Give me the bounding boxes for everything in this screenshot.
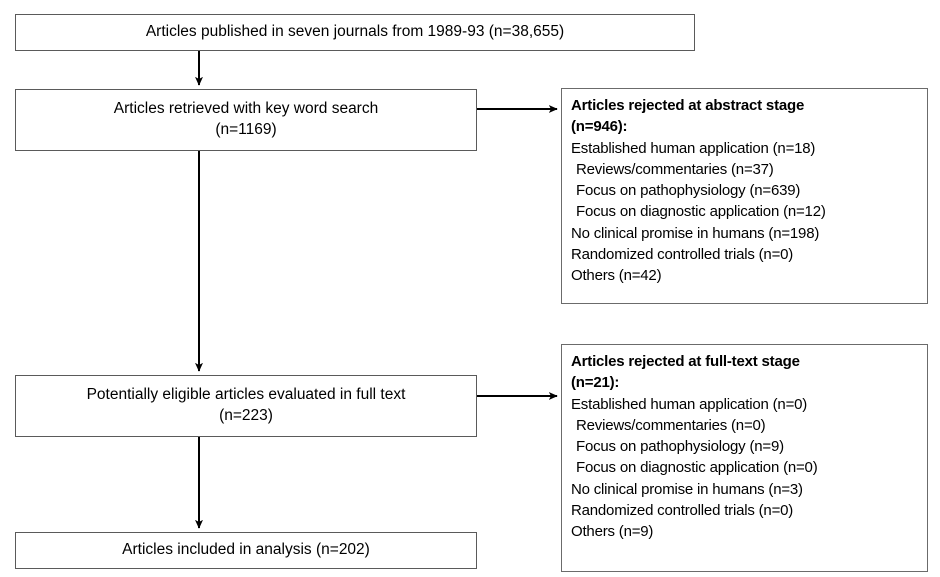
rejected-abstract-stage-item-others: Others (n=42)	[571, 267, 662, 285]
rejected-fulltext-stage-title-line-1: Articles rejected at full-text stage	[571, 353, 800, 370]
rejected-abstract-stage-item-randomized-controlled-trials: Randomized controlled trials (n=0)	[571, 246, 794, 264]
rejected-fulltext-stage-title-line-2: (n=21):	[571, 374, 620, 392]
node-articles-included-line-1: Articles included in analysis (n=202)	[122, 541, 370, 559]
rejected-fulltext-stage-item-no-clinical-promise: No clinical promise in humans (n=3)	[571, 480, 803, 498]
node-potentially-eligible-articles-line-1: Potentially eligible articles evaluated …	[86, 386, 406, 404]
node-potentially-eligible-articles: Potentially eligible articles evaluated …	[15, 375, 477, 437]
rejected-fulltext-stage-item-focus-diagnostic-application: Focus on diagnostic application (n=0)	[576, 459, 818, 477]
rejected-fulltext-stage-item-reviews-commentaries: Reviews/commentaries (n=0)	[576, 416, 766, 434]
rejected-fulltext-stage-item-randomized-controlled-trials: Randomized controlled trials (n=0)	[571, 502, 794, 520]
rejected-abstract-stage-item-established-human-application: Established human application (n=18)	[571, 139, 816, 157]
rejected-fulltext-stage-item-established-human-application: Established human application (n=0)	[571, 395, 808, 413]
node-potentially-eligible-articles-line-2: (n=223)	[219, 407, 273, 424]
node-rejected-abstract-stage: Articles rejected at abstract stage (n=9…	[561, 88, 928, 304]
rejected-abstract-stage-item-focus-pathophysiology: Focus on pathophysiology (n=639)	[576, 182, 801, 200]
rejected-fulltext-stage-item-focus-pathophysiology: Focus on pathophysiology (n=9)	[576, 438, 784, 456]
node-articles-included: Articles included in analysis (n=202)	[15, 532, 477, 569]
node-articles-published: Articles published in seven journals fro…	[15, 14, 695, 51]
rejected-abstract-stage-title-line-1: Articles rejected at abstract stage	[571, 97, 805, 114]
rejected-abstract-stage-title-line-2: (n=946):	[571, 118, 628, 136]
node-articles-retrieved: Articles retrieved with key word search …	[15, 89, 477, 151]
rejected-abstract-stage-item-no-clinical-promise: No clinical promise in humans (n=198)	[571, 224, 820, 242]
rejected-abstract-stage-item-focus-diagnostic-application: Focus on diagnostic application (n=12)	[576, 203, 826, 221]
node-rejected-fulltext-stage: Articles rejected at full-text stage (n=…	[561, 344, 928, 572]
node-articles-retrieved-line-2: (n=1169)	[215, 121, 277, 138]
node-articles-retrieved-line-1: Articles retrieved with key word search	[113, 100, 379, 118]
rejected-fulltext-stage-item-others: Others (n=9)	[571, 523, 654, 541]
rejected-abstract-stage-item-reviews-commentaries: Reviews/commentaries (n=37)	[576, 160, 774, 178]
node-articles-published-line-1: Articles published in seven journals fro…	[145, 23, 565, 41]
